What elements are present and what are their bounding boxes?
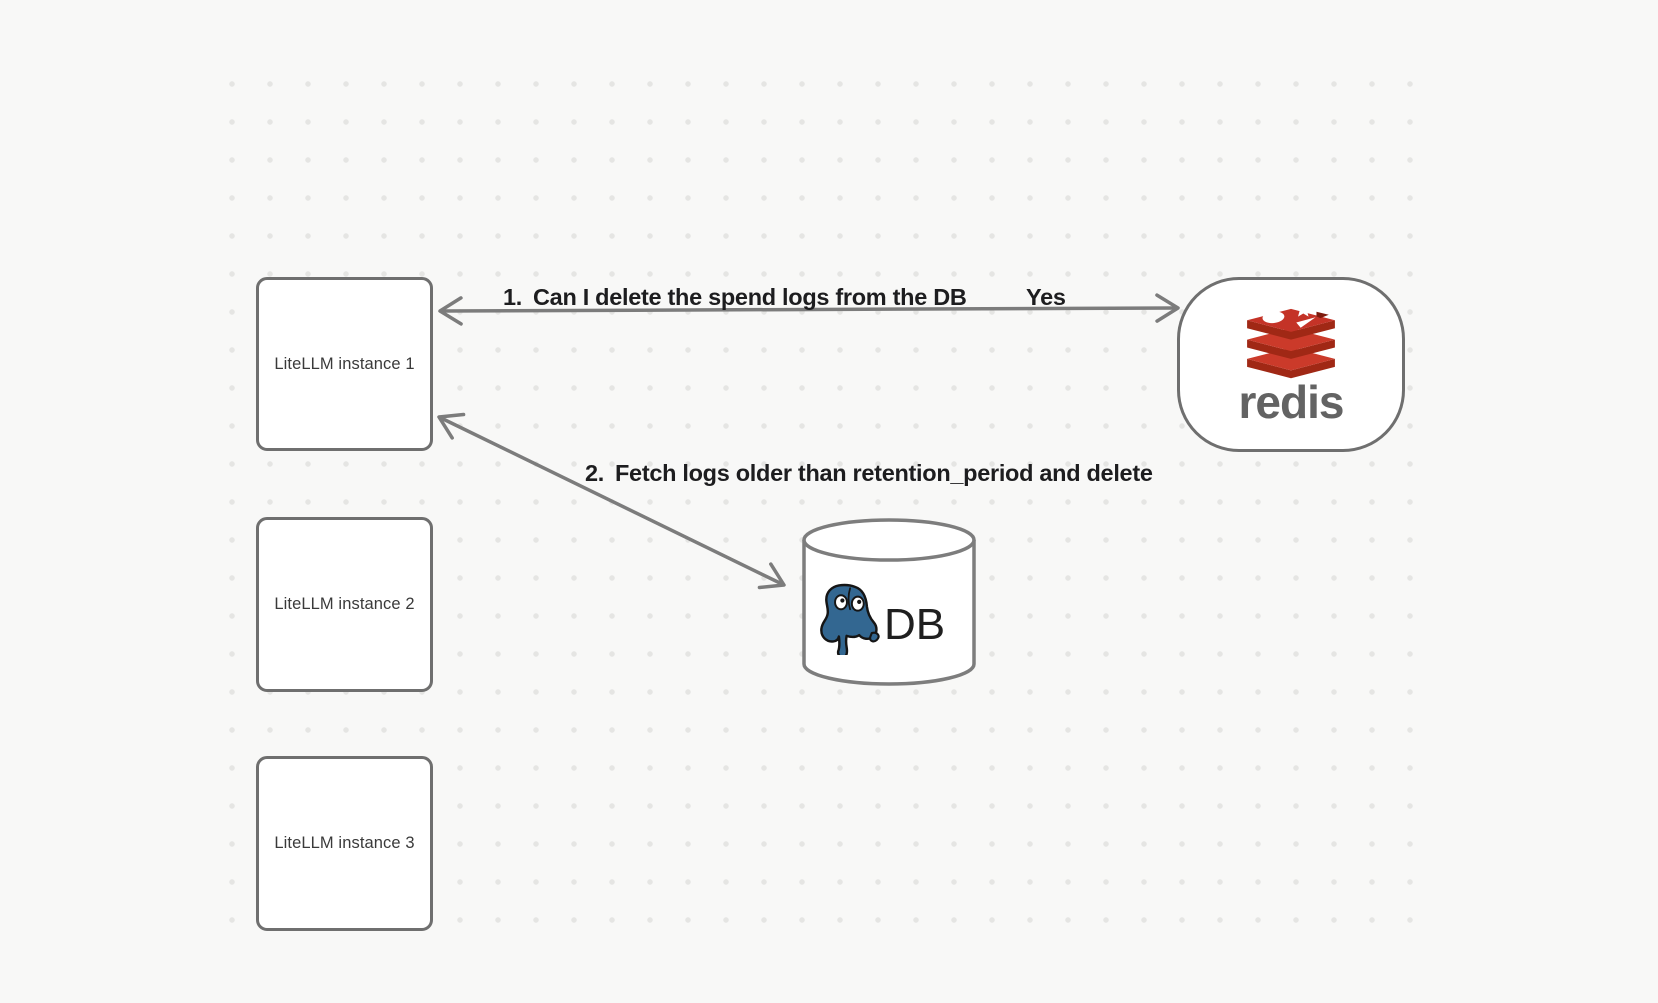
- node-redis: redis: [1177, 277, 1405, 452]
- annotation-arrow1: 1. Can I delete the spend logs from the D…: [503, 284, 967, 310]
- node-litellm-instance-2: LiteLLM instance 2: [256, 517, 433, 692]
- node-label: LiteLLM instance 1: [274, 354, 415, 373]
- database-cylinder-icon: [802, 518, 976, 686]
- annotation-text: Can I delete the spend logs from the DB: [533, 284, 967, 310]
- postgresql-elephant-icon: [820, 583, 880, 655]
- annotation-text: Yes: [1026, 284, 1066, 310]
- node-db: DB: [801, 517, 977, 687]
- annotation-arrow1-response: Yes: [1026, 284, 1066, 310]
- node-litellm-instance-1: LiteLLM instance 1: [256, 277, 433, 451]
- redis-stack-icon: [1247, 307, 1335, 378]
- annotation-text: Fetch logs older than retention_period a…: [615, 460, 1153, 486]
- node-label: LiteLLM instance 3: [274, 834, 415, 852]
- node-label: LiteLLM instance 2: [274, 595, 415, 613]
- annotation-arrow2: 2. Fetch logs older than retention_period…: [585, 460, 1153, 486]
- annotation-number: 2.: [585, 460, 604, 486]
- annotation-number: 1.: [503, 284, 522, 310]
- node-litellm-instance-3: LiteLLM instance 3: [256, 756, 433, 931]
- redis-wordmark: redis: [1238, 375, 1345, 428]
- db-label: DB: [884, 600, 946, 649]
